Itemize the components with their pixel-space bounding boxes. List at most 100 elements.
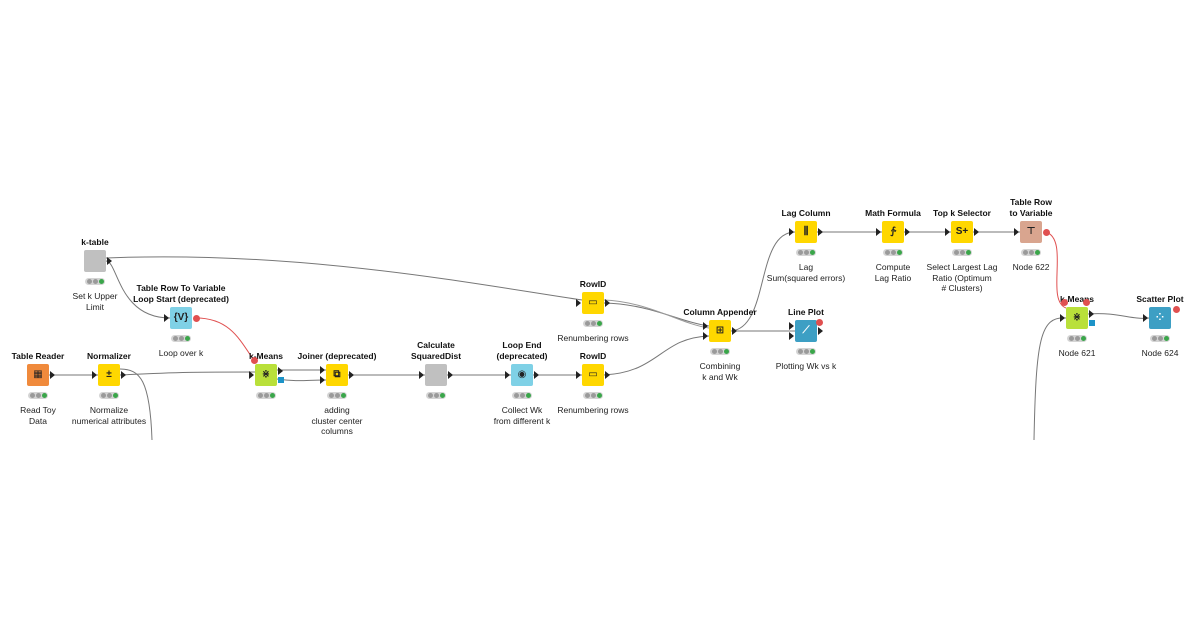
calculate-squareddist-icon[interactable]	[425, 364, 447, 386]
connection-5[interactable]	[195, 317, 256, 363]
output-port[interactable]	[732, 327, 737, 335]
output-port[interactable]	[278, 367, 283, 375]
input-port[interactable]	[876, 228, 881, 236]
input-port[interactable]	[249, 371, 254, 379]
node-label[interactable]: Read Toy Data	[20, 405, 56, 426]
input-port[interactable]	[789, 332, 794, 340]
connection-7[interactable]	[276, 378, 327, 382]
input-port[interactable]	[576, 371, 581, 379]
output-port[interactable]	[818, 327, 823, 335]
node-glyph: ⋇	[261, 369, 271, 380]
normalizer-icon[interactable]: ±	[98, 364, 120, 386]
status-light	[513, 393, 519, 398]
output-port[interactable]	[905, 228, 910, 236]
node-label[interactable]: Loop over k	[158, 348, 204, 358]
flow-variable-port[interactable]	[1061, 299, 1068, 306]
output-port[interactable]	[107, 257, 112, 265]
input-port[interactable]	[945, 228, 950, 236]
table-reader-icon[interactable]: ▦	[27, 364, 49, 386]
rowid-2-icon[interactable]: ▭	[582, 364, 604, 386]
input-port[interactable]	[703, 332, 708, 340]
node-label[interactable]: Node 624	[1141, 348, 1179, 358]
connection-20[interactable]	[1033, 317, 1067, 441]
node-label[interactable]: Renumbering rows	[557, 333, 629, 343]
node-title: Top k Selector	[933, 208, 991, 218]
connection-2[interactable]	[119, 368, 153, 441]
connection-1[interactable]	[119, 371, 256, 376]
node-label[interactable]: Collect Wk from different k	[493, 405, 551, 426]
node-label[interactable]: Renumbering rows	[557, 405, 629, 415]
scatter-plot-icon[interactable]: ⁘	[1149, 307, 1171, 329]
input-port[interactable]	[789, 228, 794, 236]
k-means-1-icon[interactable]: ⋇	[255, 364, 277, 386]
column-appender-icon[interactable]: ⊞	[709, 320, 731, 342]
connection-15[interactable]	[730, 231, 796, 332]
k-means-2-icon[interactable]: ⋇	[1066, 307, 1088, 329]
flow-variable-port[interactable]	[816, 319, 823, 326]
output-port[interactable]	[349, 371, 354, 379]
line-plot-icon[interactable]: ⟋	[795, 320, 817, 342]
output-port[interactable]	[448, 371, 453, 379]
input-port[interactable]	[419, 371, 424, 379]
connection-12[interactable]	[603, 299, 710, 329]
connection-13[interactable]	[603, 335, 710, 376]
table-row-to-variable-icon[interactable]: ⊤	[1020, 221, 1042, 243]
flow-variable-port[interactable]	[1083, 299, 1090, 306]
output-port[interactable]	[974, 228, 979, 236]
k-table-icon[interactable]	[84, 250, 106, 272]
node-title: Lag Column	[781, 208, 831, 218]
connection-21[interactable]	[1087, 313, 1150, 319]
node-title: Math Formula	[865, 208, 921, 218]
node-status	[583, 320, 603, 327]
input-port[interactable]	[1014, 228, 1019, 236]
input-port[interactable]	[576, 299, 581, 307]
input-port[interactable]	[789, 322, 794, 330]
output-port[interactable]	[605, 299, 610, 307]
node-status	[796, 348, 816, 355]
output-port[interactable]	[1089, 310, 1094, 318]
node-label[interactable]: adding cluster center columns	[311, 405, 363, 436]
output-port[interactable]	[605, 371, 610, 379]
input-port[interactable]	[1060, 314, 1065, 322]
status-light	[184, 336, 190, 341]
input-port[interactable]	[320, 366, 325, 374]
lag-column-icon[interactable]: ⫼	[795, 221, 817, 243]
input-port[interactable]	[703, 322, 708, 330]
node-label[interactable]: Set k Upper Limit	[72, 291, 118, 312]
input-port[interactable]	[164, 314, 169, 322]
model-output-port[interactable]	[278, 377, 284, 383]
input-port[interactable]	[92, 371, 97, 379]
flow-variable-port[interactable]	[1173, 306, 1180, 313]
node-label[interactable]: Node 622	[1012, 262, 1050, 272]
node-title: Loop End (deprecated)	[496, 340, 548, 361]
flow-variable-port[interactable]	[251, 357, 258, 364]
node-label[interactable]: Lag Sum(squared errors)	[766, 262, 846, 283]
flow-variable-port[interactable]	[1043, 229, 1050, 236]
connection-4[interactable]	[105, 256, 583, 301]
top-k-selector-icon[interactable]: S+	[951, 221, 973, 243]
node-label[interactable]: Node 621	[1058, 348, 1096, 358]
node-label[interactable]: Combining k and Wk	[699, 361, 741, 382]
loop-end-icon[interactable]: ◉	[511, 364, 533, 386]
connection-19[interactable]	[1045, 231, 1067, 309]
node-label[interactable]: Compute Lag Ratio	[874, 262, 912, 283]
model-output-port[interactable]	[1089, 320, 1095, 326]
node-glyph: ∱	[890, 226, 896, 237]
flow-variable-port[interactable]	[193, 315, 200, 322]
rowid-1-icon[interactable]: ▭	[582, 292, 604, 314]
node-label[interactable]: Select Largest Lag Ratio (Optimum # Clus…	[926, 262, 998, 293]
table-row-to-variable-loop-start-icon[interactable]: {V}	[170, 307, 192, 329]
math-formula-icon[interactable]: ∱	[882, 221, 904, 243]
input-port[interactable]	[320, 376, 325, 384]
output-port[interactable]	[818, 228, 823, 236]
output-port[interactable]	[50, 371, 55, 379]
node-label[interactable]: Normalize numerical attributes	[71, 405, 147, 426]
node-title: Scatter Plot	[1136, 294, 1184, 304]
joiner-icon[interactable]: ⧉	[326, 364, 348, 386]
node-label[interactable]: Plotting Wk vs k	[775, 361, 837, 371]
input-port[interactable]	[1143, 314, 1148, 322]
output-port[interactable]	[121, 371, 126, 379]
output-port[interactable]	[534, 371, 539, 379]
input-port[interactable]	[505, 371, 510, 379]
